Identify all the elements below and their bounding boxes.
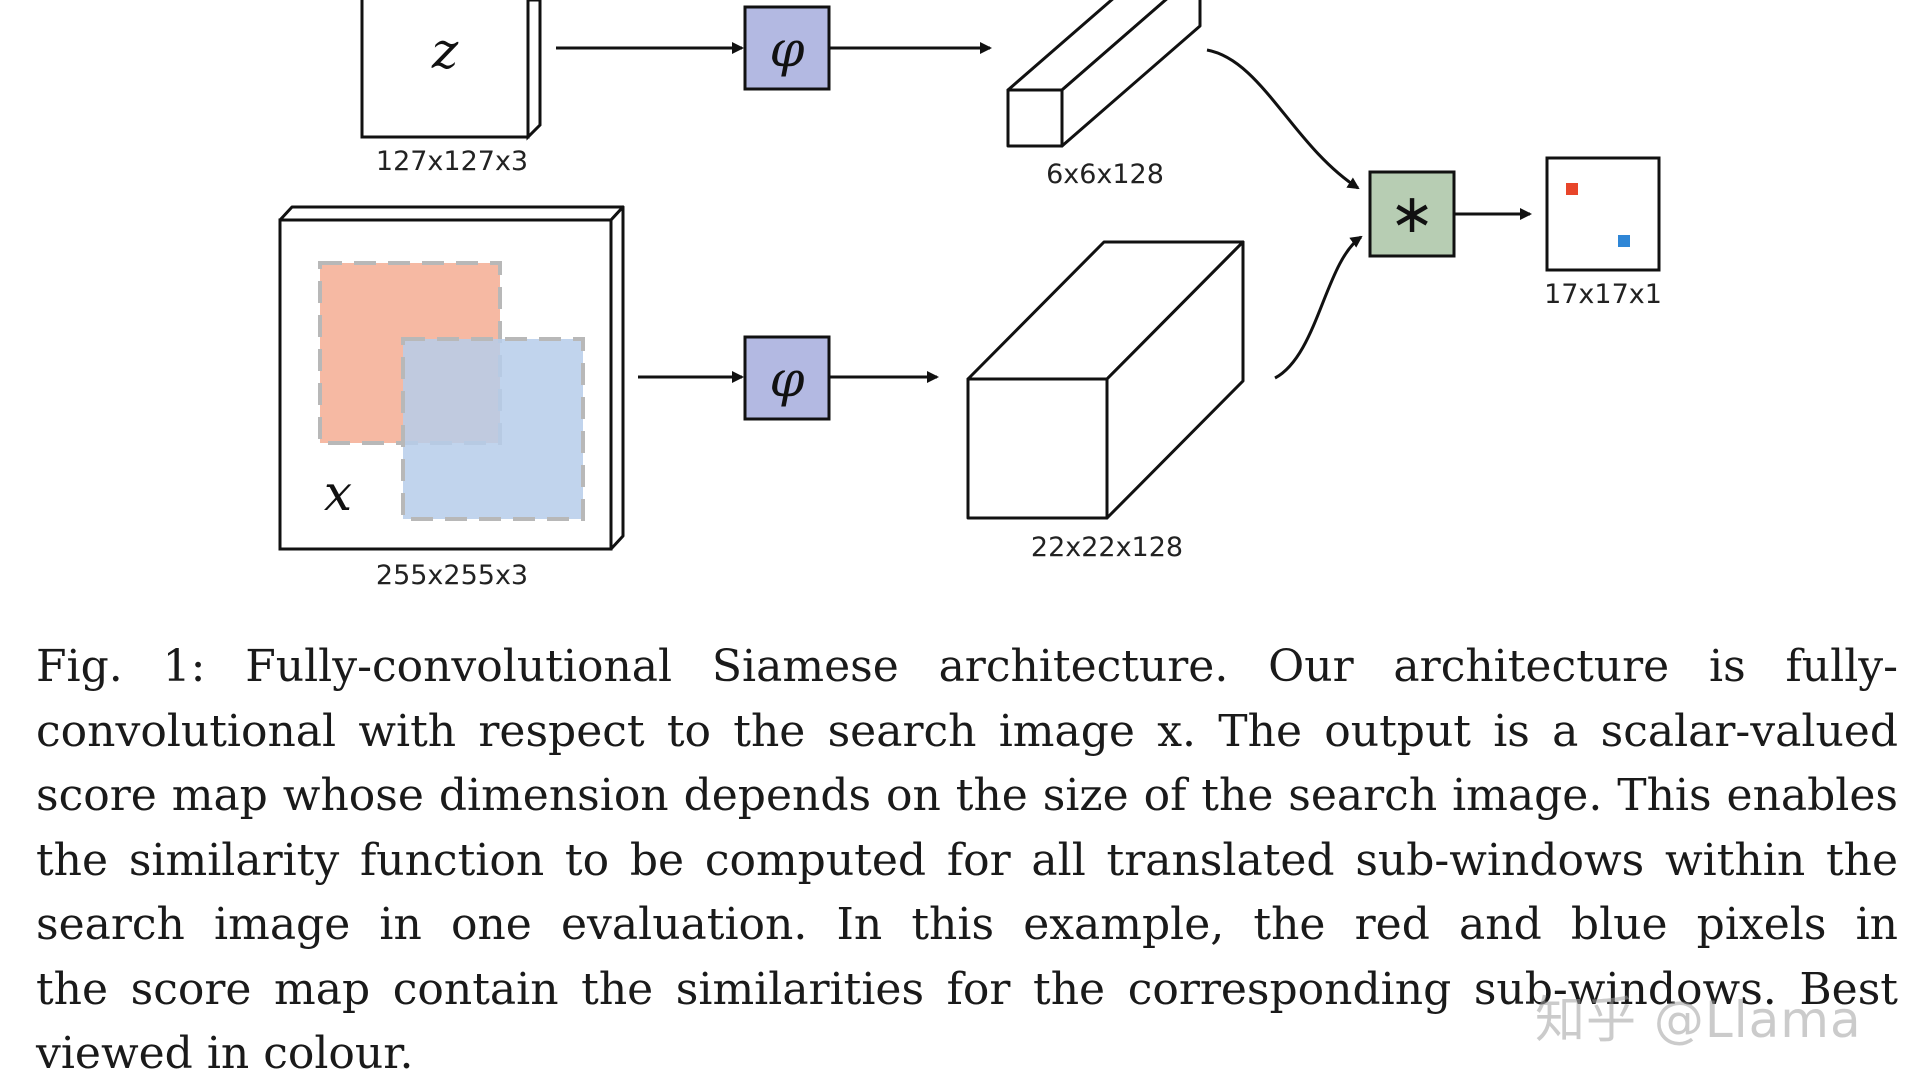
exemplar-feature-block bbox=[1006, 0, 1202, 148]
caption-line-2: convolutional with respect to the search… bbox=[36, 705, 1898, 757]
caption-line-4: the similarity function to be computed f… bbox=[36, 834, 1898, 886]
search-image: x bbox=[278, 205, 625, 551]
curve-exemplar-feature-to-correlation bbox=[1206, 48, 1360, 190]
embedding-symbol-bottom: φ bbox=[769, 350, 804, 408]
search-feature-dims-label: 22x22x128 bbox=[1031, 532, 1183, 563]
embedding-function-bottom: φ bbox=[743, 335, 831, 421]
exemplar-dims-label: 127x127x3 bbox=[376, 146, 528, 177]
caption-line-5: search image in one evaluation. In this … bbox=[36, 899, 1898, 950]
score-map bbox=[1545, 156, 1661, 272]
curve-search-feature-to-correlation bbox=[1274, 235, 1363, 380]
embedding-box-top bbox=[743, 5, 831, 91]
correlation-box bbox=[1368, 170, 1456, 258]
caption-line-3: score map whose dimension depends on the… bbox=[36, 770, 1898, 821]
exemplar-image: z bbox=[360, 0, 542, 141]
embedding-symbol-top: φ bbox=[769, 20, 804, 78]
search-symbol: x bbox=[324, 464, 352, 522]
exemplar-symbol: z bbox=[431, 22, 459, 80]
score-map-dims-label: 17x17x1 bbox=[1544, 279, 1662, 310]
search-feature-block bbox=[966, 240, 1245, 520]
exemplar-feature-dims-label: 6x6x128 bbox=[1046, 159, 1164, 190]
search-dims-label: 255x255x3 bbox=[376, 560, 528, 591]
correlation-symbol: ∗ bbox=[1389, 182, 1434, 245]
score-map-blue-pixel bbox=[1618, 235, 1630, 247]
blue-sub-window bbox=[401, 337, 585, 521]
caption-line-1: Fig. 1: Fully-convolutional Siamese arch… bbox=[36, 641, 1898, 692]
cross-correlation-operator: ∗ bbox=[1368, 170, 1456, 258]
embedding-box-bottom bbox=[743, 335, 831, 421]
caption-line-6: the score map contain the similarities f… bbox=[36, 963, 1898, 1015]
figure-caption: Fig. 1: Fully-convolutional Siamese arch… bbox=[36, 635, 1898, 1087]
score-map-red-pixel bbox=[1566, 183, 1578, 195]
watermark: 知乎 @Llama bbox=[1535, 991, 1862, 1049]
embedding-function-top: φ bbox=[743, 5, 831, 91]
caption-line-7: viewed in colour. bbox=[36, 1028, 414, 1079]
